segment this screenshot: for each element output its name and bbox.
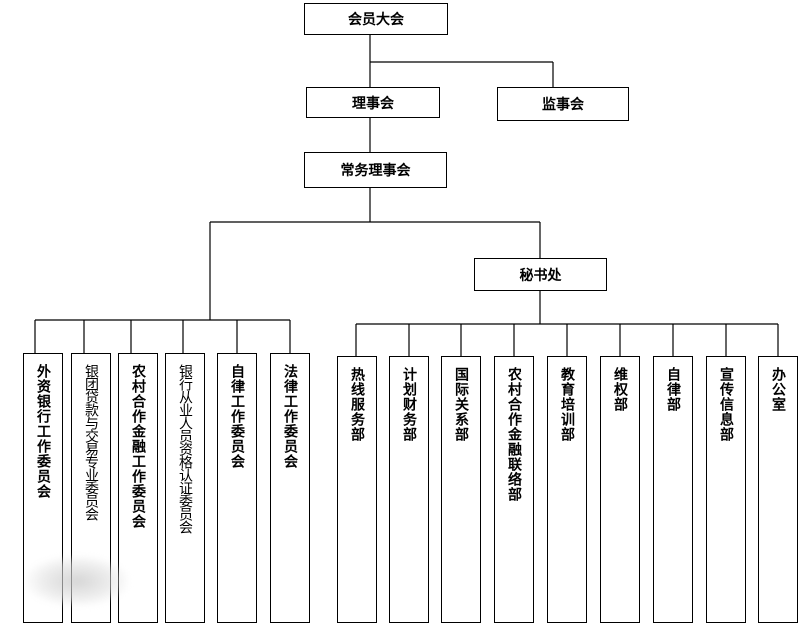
committee-label: 农村合作金融工作委员会 [130,364,146,529]
department-label: 国际关系部 [453,367,469,442]
committee-label: 外资银行工作委员会 [35,364,51,499]
general-assembly-box: 会员大会 [304,3,448,35]
watermark-blur [26,556,128,606]
council-label: 理事会 [352,95,394,112]
department-label: 维权部 [612,367,628,412]
department-label: 教育培训部 [559,367,575,442]
department-box: 热线服务部 [337,356,377,623]
department-box: 教育培训部 [547,356,587,623]
committee-box: 自律工作委员会 [217,353,257,623]
standing-council-box: 常务理事会 [304,152,447,188]
department-box: 维权部 [600,356,640,623]
department-box: 国际关系部 [441,356,481,623]
department-box: 计划财务部 [389,356,429,623]
general-assembly-label: 会员大会 [348,12,404,28]
department-label: 自律部 [665,367,681,412]
committee-label: 银行从业人员资格认证委员会 [177,364,193,533]
department-label: 农村合作金融联络部 [506,367,522,502]
department-label: 宣传信息部 [718,367,734,442]
committee-label: 银团贷款与交易专业委员会 [83,364,99,520]
department-box: 自律部 [653,356,693,623]
standing-council-label: 常务理事会 [340,163,411,179]
department-box: 宣传信息部 [706,356,746,623]
secretariat-box: 秘书处 [474,258,607,291]
department-box: 办公室 [758,356,798,623]
department-label: 办公室 [770,367,786,412]
committee-label: 自律工作委员会 [229,364,245,469]
supervisory-board-box: 监事会 [497,87,629,121]
committee-box: 银行从业人员资格认证委员会 [165,353,205,623]
committee-box: 法律工作委员会 [270,353,310,623]
council-box: 理事会 [306,87,440,118]
department-label: 计划财务部 [401,367,417,442]
committee-label: 法律工作委员会 [282,364,298,469]
secretariat-label: 秘书处 [519,267,562,284]
department-box: 农村合作金融联络部 [494,356,534,623]
department-label: 热线服务部 [349,367,365,442]
supervisory-board-label: 监事会 [542,97,584,113]
